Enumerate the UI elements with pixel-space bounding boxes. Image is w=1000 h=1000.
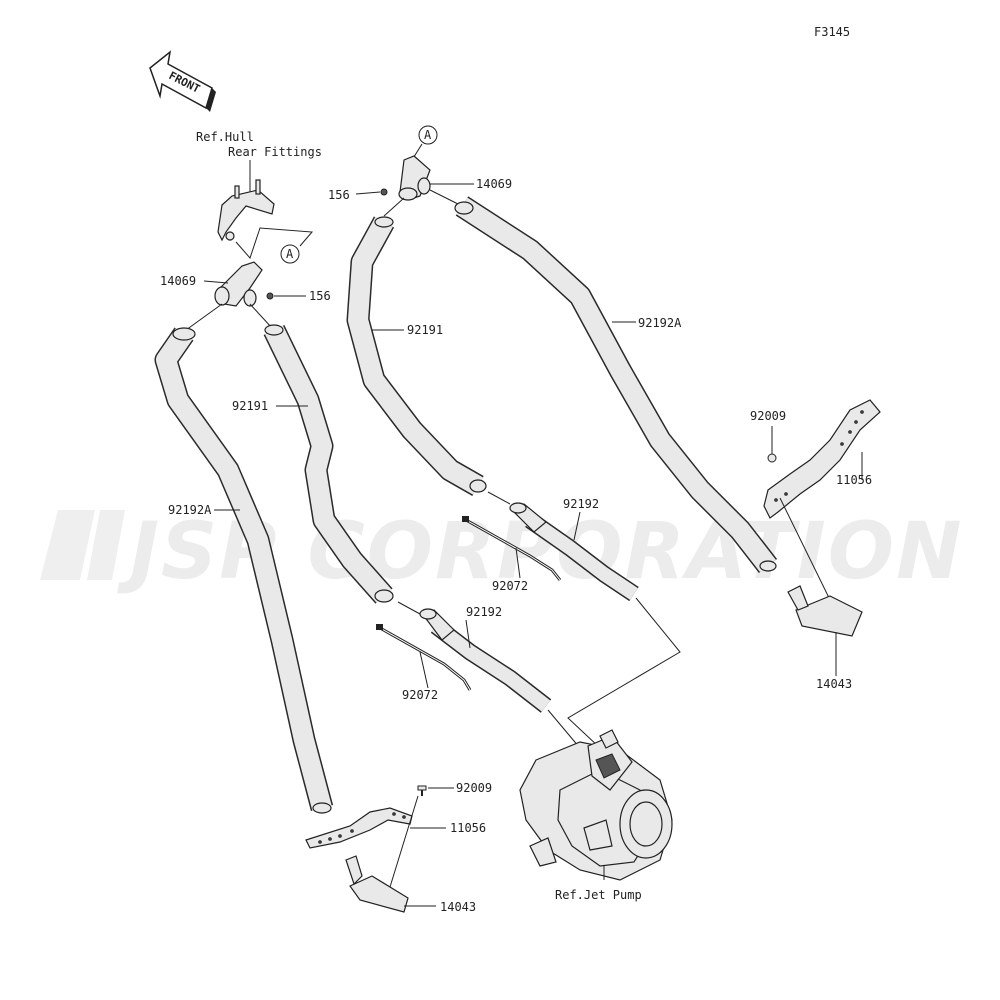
ref-hull-label: Ref.Hull xyxy=(196,130,254,144)
part-label-14043-left: 14043 xyxy=(440,900,476,914)
part-label-92192a-right: 92192A xyxy=(638,316,682,330)
part-label-92191-left: 92191 xyxy=(232,399,268,413)
marker-a-left xyxy=(280,244,300,264)
part-label-92192-right: 92192 xyxy=(563,497,599,511)
bracket-11056-right xyxy=(763,399,881,519)
part-label-14069-left: 14069 xyxy=(160,274,196,288)
part-label-92072-left: 92072 xyxy=(402,688,438,702)
part-label-14069-right: 14069 xyxy=(476,177,512,191)
hose-92191-right xyxy=(346,216,487,496)
hose-92192-right xyxy=(509,502,639,602)
strainer-14043-right xyxy=(787,585,863,637)
leader-line xyxy=(487,491,511,505)
leader-line xyxy=(249,303,273,329)
leader-line xyxy=(203,280,229,284)
rivet-92009-right-icon xyxy=(767,453,777,463)
marker-a-left-label: A xyxy=(286,247,294,261)
leader-line xyxy=(385,795,419,901)
part-label-92072-right: 92072 xyxy=(492,579,528,593)
rivet-92009-left-icon xyxy=(417,785,427,796)
leader-line xyxy=(429,189,463,207)
part-label-156-right: 156 xyxy=(328,188,350,202)
part-label-11056-right: 11056 xyxy=(836,473,872,487)
marker-a-right-label: A xyxy=(424,128,432,142)
strainer-14043-left xyxy=(345,855,409,913)
leader-line xyxy=(355,191,381,195)
hull-rear-fitting-bracket xyxy=(217,179,275,242)
hose-92191-left xyxy=(263,324,394,604)
jet-pump-housing xyxy=(519,729,673,881)
part-label-92192-left: 92192 xyxy=(466,605,502,619)
ref-jet-pump-label: Ref.Jet Pump xyxy=(555,888,642,902)
leader-line xyxy=(419,651,429,689)
leader-line xyxy=(383,197,405,217)
hose-fitting-14069-left xyxy=(214,261,274,307)
leader-line xyxy=(235,227,314,259)
bracket-11056-left xyxy=(305,807,413,849)
hose-92192a-left xyxy=(154,327,334,814)
part-label-14043-right: 14043 xyxy=(816,677,852,691)
figure-id: F3145 xyxy=(814,25,850,39)
part-label-92192a-left: 92192A xyxy=(168,503,212,517)
leader-line xyxy=(573,511,581,541)
front-arrow-icon: FRONT xyxy=(149,50,216,112)
cable-tie-92072-right xyxy=(462,516,562,581)
part-label-92191-right: 92191 xyxy=(407,323,443,337)
hose-92192a-right xyxy=(454,196,778,574)
marker-a-right xyxy=(418,125,438,145)
hose-92192-left xyxy=(419,608,552,713)
leader-line xyxy=(779,497,835,609)
leader-line xyxy=(185,303,223,331)
part-label-92009-right: 92009 xyxy=(750,409,786,423)
ref-hull-rear-fittings-label: Rear Fittings xyxy=(228,145,322,159)
hose-fitting-14069-right xyxy=(380,155,431,201)
part-label-156-left: 156 xyxy=(309,289,331,303)
leader-line xyxy=(515,547,521,579)
cable-tie-92072-left xyxy=(376,624,472,691)
watermark-logo-icon xyxy=(40,510,125,580)
leader-line xyxy=(397,601,421,615)
leader-line xyxy=(567,597,681,749)
part-label-11056-left: 11056 xyxy=(450,821,486,835)
leader-line xyxy=(465,619,471,649)
part-label-92009-left: 92009 xyxy=(456,781,492,795)
